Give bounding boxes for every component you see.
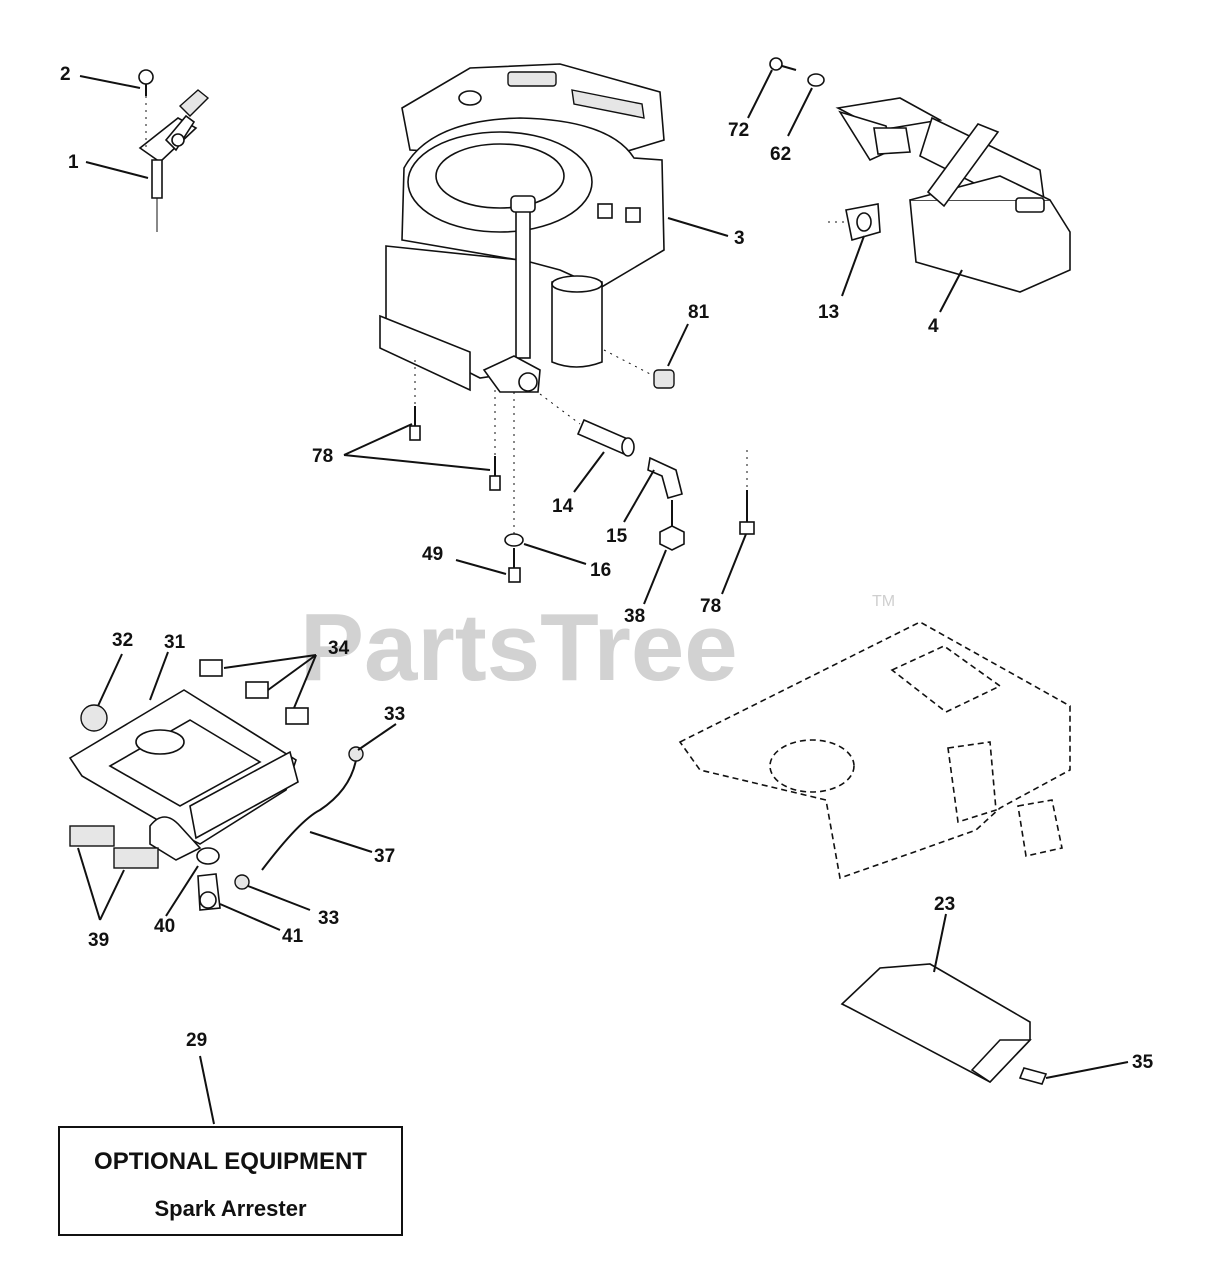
label-part-15: 15	[606, 526, 628, 547]
label-part-37: 37	[374, 846, 395, 867]
part-cap-32	[80, 704, 108, 732]
part-grommet-40	[196, 847, 220, 865]
label-part-14: 14	[552, 496, 574, 517]
part-screw-49	[508, 548, 521, 583]
label-part-2: 2	[60, 64, 71, 85]
part-bolts-78-left	[409, 360, 501, 491]
leader-lines	[77, 69, 1129, 1125]
label-part-62: 62	[770, 144, 791, 165]
part-pads-39	[69, 825, 159, 869]
part-fuel-tank-31	[68, 689, 299, 861]
label-part-23: 23	[934, 894, 955, 915]
label-part-40: 40	[154, 916, 175, 937]
label-part-34: 34	[328, 638, 350, 659]
part-nut-38	[659, 500, 685, 551]
label-part-39: 39	[88, 930, 109, 951]
part-throttle-control-1	[138, 89, 210, 232]
part-gasket-13	[828, 203, 881, 242]
part-screw-2	[138, 69, 154, 96]
part-number-labels: 2 1 3 72 62 13 4 81 78 14 15 49 16 38 78…	[60, 64, 1154, 1073]
label-part-4: 4	[928, 316, 939, 337]
part-nut-81	[603, 349, 675, 389]
label-part-81: 81	[688, 302, 710, 323]
label-part-72: 72	[728, 120, 749, 141]
label-part-1: 1	[68, 152, 79, 173]
label-part-41: 41	[282, 926, 304, 947]
part-fuel-line-37	[261, 759, 357, 871]
part-shield-23	[840, 963, 1032, 1084]
part-clamp-33-bottom	[234, 874, 250, 890]
part-valve-41	[197, 873, 221, 911]
part-muffler-4	[835, 97, 1071, 293]
label-part-3: 3	[734, 228, 745, 249]
label-part-31: 31	[164, 632, 186, 653]
part-bolt-78-right	[739, 450, 755, 535]
part-pipe-14	[539, 393, 635, 457]
part-washer-16	[504, 392, 524, 547]
part-elbow-15	[647, 456, 683, 499]
label-part-29: 29	[186, 1030, 207, 1051]
optional-equipment-subtitle: Spark Arrester	[154, 1196, 307, 1221]
label-part-38: 38	[624, 606, 645, 627]
part-engine-3	[379, 63, 665, 393]
label-part-49: 49	[422, 544, 443, 565]
optional-equipment-box: OPTIONAL EQUIPMENT Spark Arrester	[58, 1126, 403, 1236]
part-pads-34	[199, 659, 309, 725]
label-part-33-top: 33	[384, 704, 405, 725]
label-part-13: 13	[818, 302, 839, 323]
part-bolt-72	[769, 57, 797, 71]
watermark-trademark: TM	[872, 593, 895, 610]
label-part-33-bottom: 33	[318, 908, 339, 929]
optional-equipment-title: OPTIONAL EQUIPMENT	[94, 1148, 367, 1175]
part-gasket-62	[807, 73, 825, 87]
label-part-16: 16	[590, 560, 611, 581]
part-screw-35	[1018, 1067, 1048, 1085]
part-engine-plate	[678, 621, 1071, 880]
label-part-32: 32	[112, 630, 133, 651]
label-part-35: 35	[1132, 1052, 1154, 1073]
watermark-text: PartsTree	[300, 594, 738, 701]
label-part-78-left: 78	[312, 446, 333, 467]
part-clamp-33-top	[348, 746, 364, 762]
label-part-78-right: 78	[700, 596, 721, 617]
